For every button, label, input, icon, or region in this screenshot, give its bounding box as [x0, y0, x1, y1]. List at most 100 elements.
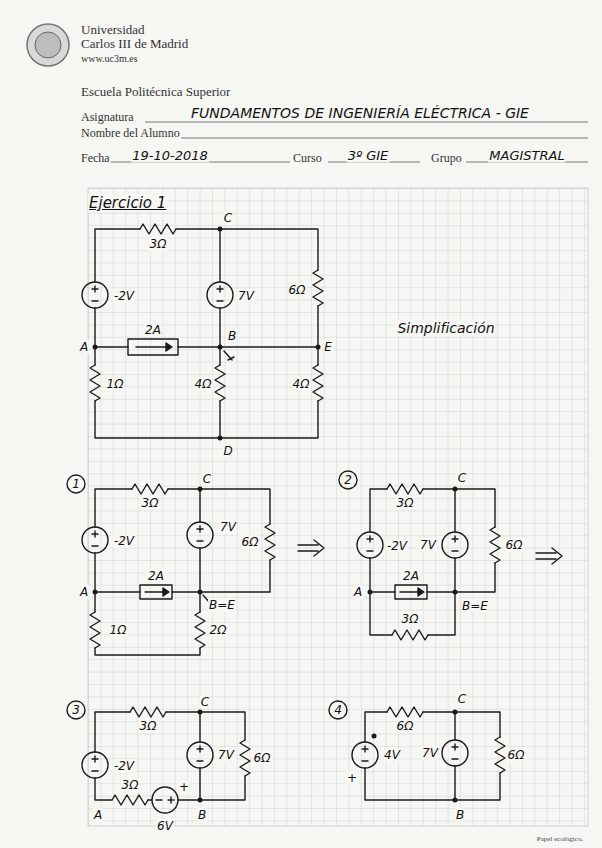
- junction-dots: [93, 487, 203, 595]
- circuit-label: 7V: [421, 746, 439, 760]
- logo-core: [35, 32, 61, 58]
- circuit-label: 2Ω: [209, 623, 228, 637]
- wire: [365, 712, 500, 800]
- circuit-label: 6Ω: [396, 719, 415, 733]
- group-entry: MAGISTRAL: [488, 148, 565, 163]
- step-circle: [339, 471, 357, 489]
- circuit-label: +: [178, 780, 190, 794]
- current-source-symbol: [140, 585, 172, 599]
- university-logo: [27, 24, 69, 66]
- circuit-label: C: [457, 471, 467, 485]
- circuit-step-1: [67, 475, 275, 655]
- exercise-title: Ejercicio 1: [88, 194, 167, 212]
- wire: [95, 489, 270, 655]
- polarity-mark: [92, 286, 223, 301]
- circuit-label: B=E: [208, 598, 236, 612]
- circuit-label: A: [79, 585, 89, 599]
- junction-dot: [198, 710, 203, 715]
- date-entry: 19-10-2018: [131, 148, 209, 163]
- junction-dot: [218, 227, 223, 232]
- current-arrow: [145, 591, 163, 592]
- implies-arrow: [536, 548, 562, 564]
- resistor-symbol: [90, 224, 323, 401]
- circuit-label: +: [346, 771, 358, 785]
- wire: [370, 489, 495, 635]
- circuit-label: 2A: [402, 569, 420, 583]
- circuit-label: 1Ω: [106, 377, 125, 391]
- wire: [95, 229, 318, 438]
- circuit-label: C: [457, 692, 467, 706]
- circuit-label: 6Ω: [507, 748, 526, 762]
- circuit-label: 4V: [383, 748, 401, 762]
- form-underline: [110, 122, 588, 162]
- current-source-symbol: [395, 585, 427, 599]
- current-source-symbol: [128, 339, 178, 355]
- form-field: Nombre del Alumno: [80, 126, 181, 141]
- arrowhead: [166, 343, 172, 351]
- step-circle: [329, 701, 347, 719]
- circuit-label: 3Ω: [396, 496, 415, 510]
- polarity-mark: [92, 526, 203, 546]
- junction-dot: [93, 345, 98, 350]
- circuit-label: 7V: [237, 289, 255, 303]
- circuit-label: 3Ω: [401, 612, 420, 626]
- subject-entry: FUNDAMENTOS DE INGENIERÍA ELÉCTRICA - GI…: [190, 105, 530, 121]
- circuit-step-2: [339, 471, 500, 640]
- resistor-symbol: [387, 484, 500, 640]
- junction-dot: [316, 345, 321, 350]
- junction-dot: [218, 436, 223, 441]
- polarity-mark: [362, 744, 458, 761]
- logo-ring: [27, 24, 69, 66]
- circuit-label: 6Ω: [253, 751, 272, 765]
- callout-number: 3: [71, 703, 81, 717]
- junction-dots: [368, 487, 458, 595]
- circuit-step-4: [329, 701, 505, 800]
- circuit-label: C: [202, 472, 212, 486]
- junction-dot: [453, 798, 458, 803]
- junction-dots: [372, 710, 458, 803]
- circuit-label: B: [197, 808, 207, 822]
- circuit-label: A: [353, 585, 363, 599]
- circuit-label: C: [200, 695, 210, 709]
- resistor-symbol: [387, 707, 505, 773]
- form-field: Fecha: [80, 151, 111, 166]
- junction-dot: [368, 590, 373, 595]
- circuit-label: D: [222, 444, 233, 458]
- polarity-mark: [92, 746, 203, 803]
- circuit-label: 4Ω: [194, 377, 213, 391]
- current-arrow: [136, 346, 166, 347]
- circuit-label: 7V: [217, 748, 235, 762]
- form-field: Asignatura: [80, 110, 135, 125]
- paper-note: Papel ecológico.: [536, 835, 584, 843]
- circuit-label: 6Ω: [288, 283, 307, 297]
- circuit-label: B=E: [461, 599, 489, 613]
- implies-arrow: [298, 540, 324, 556]
- junction-dot: [453, 590, 458, 595]
- circuit-label: 6V: [156, 819, 174, 833]
- callout-number: 4: [333, 703, 343, 717]
- form-field: Curso: [292, 151, 323, 166]
- circuit-step-3: [67, 701, 250, 813]
- circuit-label: 4Ω: [292, 377, 311, 391]
- current-arrow: [400, 591, 418, 592]
- circuit-label: 7V: [219, 520, 237, 534]
- circuit-label: B: [455, 808, 465, 822]
- junction-dots: [93, 227, 321, 441]
- circuit-label: -2V: [113, 289, 135, 303]
- resistor-symbol: [90, 484, 275, 648]
- circuit-label: E: [323, 340, 333, 354]
- circuit-label: 3Ω: [149, 237, 168, 251]
- circuit-label: 2A: [147, 569, 165, 583]
- circuit-main: [82, 224, 323, 438]
- junction-dot: [453, 487, 458, 492]
- institution-name: Carlos III de Madrid: [80, 36, 189, 52]
- polarity-mark: [367, 536, 458, 551]
- step-circle: [67, 701, 85, 719]
- form-field: Grupo: [430, 151, 463, 166]
- note: Simplificación: [396, 320, 495, 336]
- arrowhead: [418, 588, 424, 596]
- circuit-label: A: [79, 340, 89, 354]
- school-name: Escuela Politécnica Superior: [80, 84, 231, 100]
- circuit-label: 7V: [419, 538, 437, 552]
